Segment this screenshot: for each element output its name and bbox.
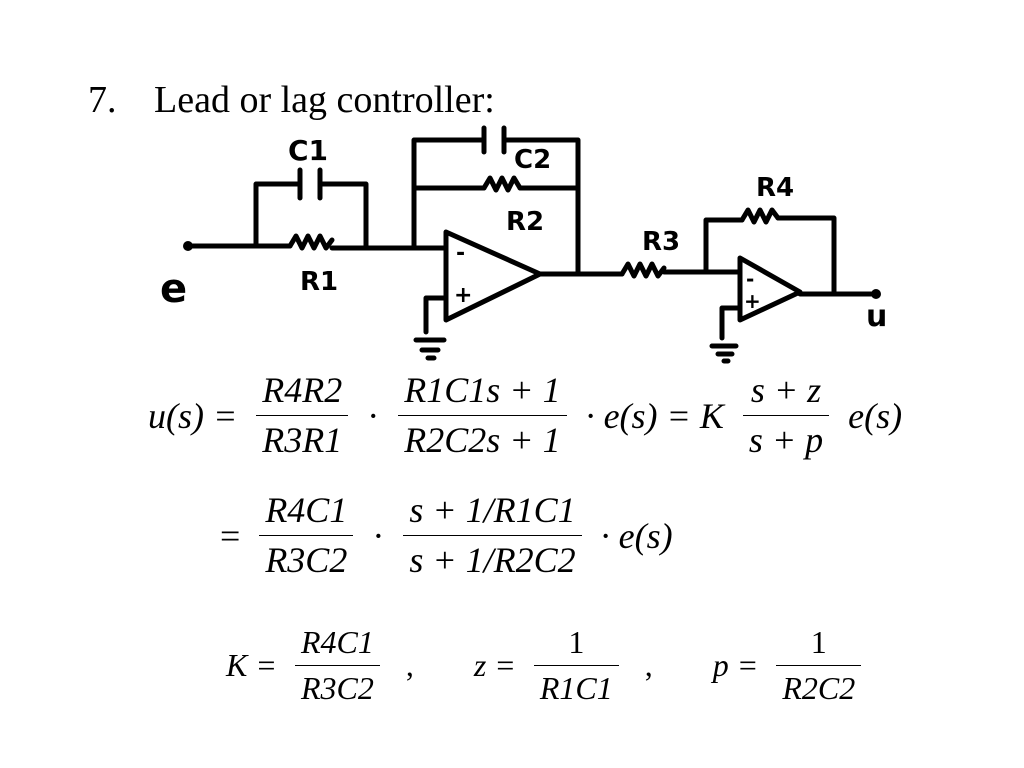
opamp-2-minus: -: [746, 267, 754, 291]
opamp-1: [443, 229, 543, 323]
r2-label: R2: [506, 207, 544, 237]
equation-line-2: = R4C1 R3C2 · s + 1/R1C1 s + 1/R2C2 · e(…: [220, 490, 673, 582]
eq1-frac2: R1C1s + 1 R2C2s + 1: [398, 370, 567, 462]
p-num: 1: [776, 624, 862, 666]
k-frac: R4C1 R3C2: [294, 624, 380, 707]
opamp-1-minus: -: [456, 241, 465, 266]
r1-label: R1: [300, 267, 338, 297]
c1-capacitor: [297, 167, 323, 201]
c2-label: C2: [514, 145, 551, 175]
c1-label: C1: [288, 134, 328, 167]
eq1-lhs: u(s) =: [148, 395, 238, 436]
circuit-diagram: C1 C2 R1 R2 R3 R4 e u - + - +: [160, 125, 887, 364]
input-terminal: [183, 241, 193, 251]
r4-feedback: [703, 215, 837, 297]
separator-2: ,: [644, 646, 653, 683]
r1-resistor: [287, 233, 335, 251]
equation-line-3: K = R4C1 R3C2 , z = 1 R1C1 , p = 1 R2C2: [220, 624, 865, 707]
output-terminal: [871, 289, 881, 299]
equation-line-1: u(s) = R4R2 R3R1 · R1C1s + 1 R2C2s + 1 ·…: [148, 370, 903, 462]
p-frac: 1 R2C2: [776, 624, 862, 707]
z-frac: 1 R1C1: [533, 624, 619, 707]
eq2-lhs: =: [220, 515, 241, 556]
eq1-frac3-den: s + p: [748, 420, 824, 461]
eq1-frac3-num: s + z: [742, 370, 830, 417]
r2-resistor: [481, 175, 523, 193]
eq2-frac1-den: R3C2: [265, 540, 348, 581]
k-num: R4C1: [294, 624, 380, 666]
eq2-frac2: s + 1/R1C1 s + 1/R2C2: [403, 490, 582, 582]
eq1-mid: · e(s) = K: [585, 395, 724, 436]
k-label: K =: [226, 646, 277, 683]
r3-resistor: [619, 261, 667, 279]
ground-1: [413, 295, 449, 361]
ground-2: [709, 305, 743, 364]
p-den: R2C2: [782, 669, 856, 706]
c2-capacitor: [481, 125, 507, 155]
eq1-tail: e(s): [848, 395, 903, 436]
slide-title: 7. Lead or lag controller:: [88, 78, 495, 122]
z-den: R1C1: [539, 669, 613, 706]
opamp-2: [737, 255, 803, 323]
feedback-network: [411, 137, 581, 277]
input-label: e: [160, 266, 187, 312]
r4-resistor: [739, 207, 781, 225]
opamp-2-plus: +: [744, 289, 761, 313]
separator-1: ,: [405, 646, 414, 683]
eq1-frac1-num: R4R2: [256, 370, 349, 417]
p-label: p =: [712, 646, 759, 683]
eq1-frac2-den: R2C2s + 1: [404, 420, 561, 461]
eq1-frac2-num: R1C1s + 1: [398, 370, 567, 417]
slide-number: 7.: [88, 79, 117, 121]
k-den: R3C2: [300, 669, 374, 706]
r1-c1-network: [253, 181, 369, 251]
eq1-frac3: s + z s + p: [742, 370, 830, 462]
eq2-frac2-num: s + 1/R1C1: [403, 490, 582, 537]
z-num: 1: [533, 624, 619, 666]
z-label: z =: [473, 646, 516, 683]
opamp-1-plus: +: [454, 283, 472, 308]
r4-label: R4: [756, 173, 794, 203]
r3-label: R3: [642, 227, 680, 257]
eq1-frac1: R4R2 R3R1: [256, 370, 349, 462]
output-label: u: [866, 299, 887, 334]
eq2-frac1-num: R4C1: [259, 490, 354, 537]
eq2-frac1: R4C1 R3C2: [259, 490, 354, 582]
eq1-frac1-den: R3R1: [262, 420, 343, 461]
eq2-tail: · e(s): [600, 515, 673, 556]
eq2-frac2-den: s + 1/R2C2: [409, 540, 576, 581]
slide-title-text: Lead or lag controller:: [154, 79, 495, 121]
